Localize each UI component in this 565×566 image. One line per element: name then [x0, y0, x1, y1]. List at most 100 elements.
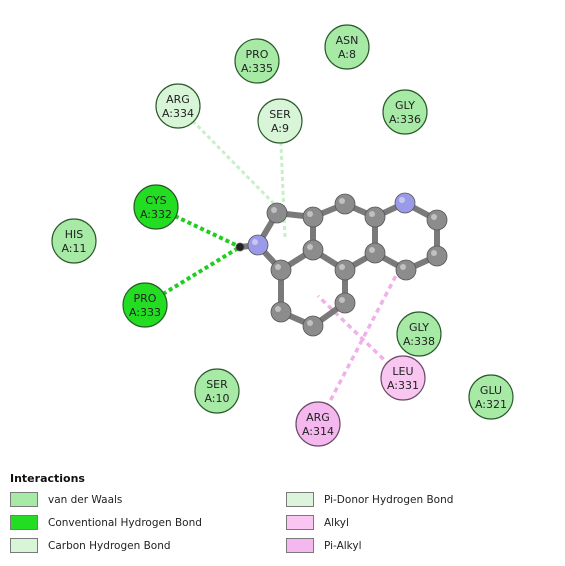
residue-circle — [133, 184, 179, 230]
residue-circle — [468, 374, 514, 420]
legend-label: Pi-Alkyl — [324, 539, 362, 552]
carbon-atom — [334, 259, 356, 281]
atom-highlight — [369, 211, 375, 217]
atom-highlight — [307, 211, 313, 217]
residue-circle — [396, 311, 442, 357]
residue-name: SER — [269, 108, 291, 121]
legend-swatch — [10, 515, 38, 530]
residue-circle — [194, 368, 240, 414]
residue-circle — [380, 355, 426, 401]
carbon-atom — [266, 202, 288, 224]
legend-label: Pi-Donor Hydrogen Bond — [324, 493, 454, 506]
legend-label: Conventional Hydrogen Bond — [48, 516, 202, 529]
interaction-line-pro333 — [143, 245, 242, 307]
residue-position: A:9 — [271, 122, 289, 135]
atom-highlight — [252, 239, 258, 245]
carbon-atom — [395, 259, 417, 281]
atom-highlight — [431, 214, 437, 220]
interaction-line-arg334 — [176, 104, 287, 217]
residue-name: ARG — [166, 93, 190, 106]
legend-item-carbon-hb: Carbon Hydrogen Bond — [10, 538, 171, 553]
hydrogen-atom — [235, 242, 245, 252]
legend-label: Alkyl — [324, 516, 349, 529]
atom-highlight — [339, 297, 345, 303]
residue-name: GLU — [480, 384, 502, 397]
residue-name: PRO — [246, 48, 269, 61]
legend-swatch — [10, 492, 38, 507]
carbon-atom — [334, 193, 356, 215]
atom-highlight — [339, 264, 345, 270]
legend-title: Interactions — [10, 472, 85, 485]
residue-position: A:332 — [140, 208, 172, 221]
legend-swatch — [286, 515, 314, 530]
residue-circle — [155, 83, 201, 129]
carbon-atom — [270, 301, 292, 323]
residue-position: A:8 — [338, 48, 356, 61]
carbon-atom — [426, 209, 448, 231]
legend: Interactions van der Waals Conventional … — [0, 470, 565, 566]
residue-position: A:10 — [204, 392, 229, 405]
carbon-atom — [302, 239, 324, 261]
residue-name: SER — [206, 378, 228, 391]
ligand-structure — [235, 192, 448, 337]
atom-highlight — [307, 320, 313, 326]
residue-position: A:331 — [387, 379, 419, 392]
residue-name: LEU — [392, 365, 413, 378]
residue-name: CYS — [145, 194, 166, 207]
carbon-atom — [426, 245, 448, 267]
residue-circle — [234, 38, 280, 84]
residue-position: A:334 — [162, 107, 194, 120]
atom-highlight — [307, 244, 313, 250]
residue-name: GLY — [409, 321, 429, 334]
legend-swatch — [286, 492, 314, 507]
legend-item-vdw: van der Waals — [10, 492, 122, 507]
atom-highlight — [275, 264, 281, 270]
atom-highlight — [431, 250, 437, 256]
residue-position: A:314 — [302, 425, 334, 438]
residue-position: A:338 — [403, 335, 435, 348]
atom-highlight — [275, 306, 281, 312]
carbon-atom — [270, 259, 292, 281]
atom-highlight — [400, 264, 406, 270]
residue-circle — [51, 218, 97, 264]
residue-position: A:336 — [389, 113, 421, 126]
legend-item-alkyl: Alkyl — [286, 515, 349, 530]
carbon-atom — [302, 315, 324, 337]
residue-circle — [382, 89, 428, 135]
interaction-line-ser9 — [278, 120, 287, 239]
interaction-line-arg314 — [316, 267, 402, 425]
legend-label: Carbon Hydrogen Bond — [48, 539, 171, 552]
atom-highlight — [271, 207, 277, 213]
residue-position: A:333 — [129, 306, 161, 319]
legend-swatch — [10, 538, 38, 553]
residue-circle — [257, 98, 303, 144]
legend-label: van der Waals — [48, 493, 123, 506]
legend-swatch — [286, 538, 314, 553]
carbon-atom — [364, 206, 386, 228]
residue-circle — [295, 401, 341, 447]
residue-name: ARG — [306, 411, 330, 424]
atom-highlight — [339, 198, 345, 204]
carbon-atom — [364, 242, 386, 264]
residue-name: ASN — [336, 34, 359, 47]
residue-name: HIS — [65, 228, 84, 241]
legend-item-pi-donor-hb: Pi-Donor Hydrogen Bond — [286, 492, 453, 507]
legend-item-pi-alkyl: Pi-Alkyl — [286, 538, 362, 553]
residue-name: GLY — [395, 99, 415, 112]
atom-highlight — [399, 197, 405, 203]
